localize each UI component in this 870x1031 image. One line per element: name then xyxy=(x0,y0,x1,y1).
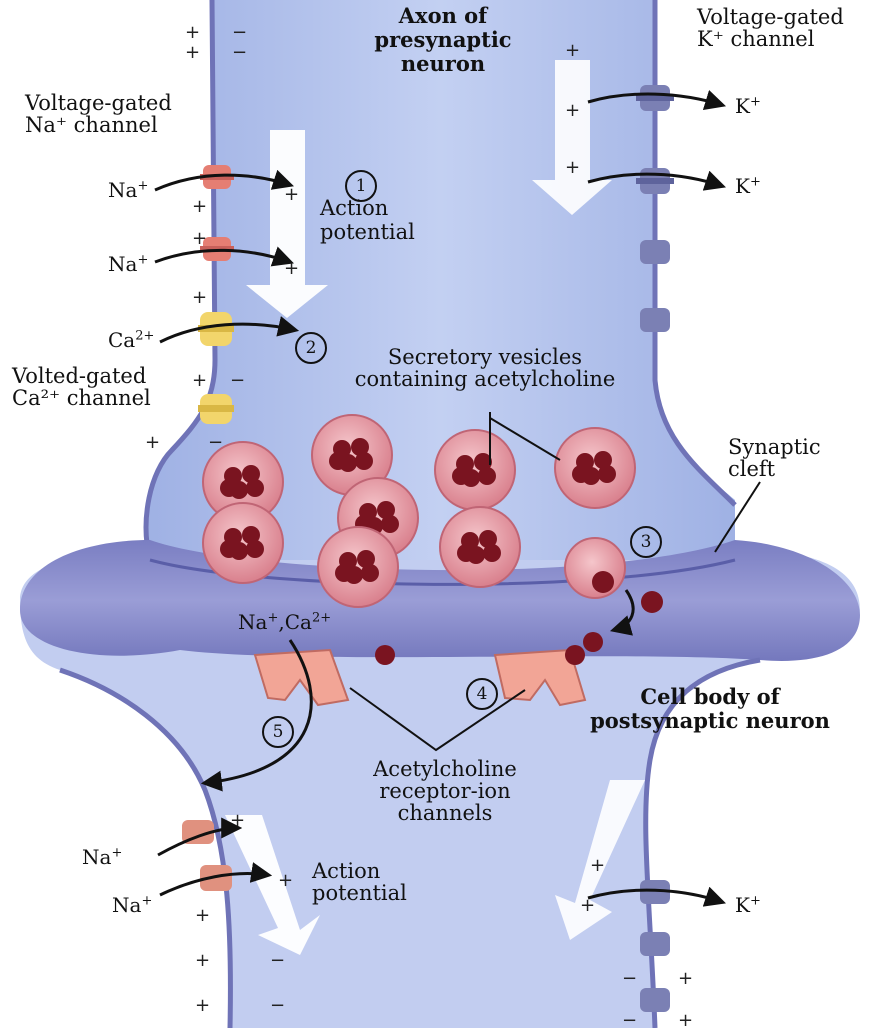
step-2-marker: 2 xyxy=(295,332,327,364)
plus-charge: + xyxy=(230,810,245,831)
plus-charge: + xyxy=(284,258,299,279)
minus-charge: − xyxy=(232,22,247,43)
plus-charge: + xyxy=(565,40,580,61)
plus-charge: + xyxy=(185,42,200,63)
plus-charge: + xyxy=(192,370,207,391)
na-ion-3: Na+ xyxy=(82,845,122,869)
plus-charge: + xyxy=(195,950,210,971)
na-ion-2: Na+ xyxy=(108,252,148,276)
k-channel-2 xyxy=(636,168,674,194)
ca-ion: Ca2+ xyxy=(108,328,154,352)
k-ion-1: K+ xyxy=(735,94,761,118)
plus-charge: + xyxy=(195,995,210,1016)
axon-title: Axon of presynaptic neuron xyxy=(368,4,518,76)
plus-charge: + xyxy=(565,157,580,178)
plus-charge: + xyxy=(678,968,693,989)
plus-charge: + xyxy=(590,855,605,876)
ach-receptor-label: Acetylcholine receptor-ion channels xyxy=(330,758,560,824)
minus-charge: − xyxy=(270,995,285,1016)
minus-charge: − xyxy=(622,968,637,989)
k-channel-3 xyxy=(640,240,670,264)
action-potential-top-label: Action potential xyxy=(320,196,470,244)
k-ion-2: K+ xyxy=(735,174,761,198)
k-channel-6 xyxy=(640,932,670,956)
vesicle xyxy=(555,428,635,508)
volted-gated-ca-label: Volted-gated Ca²⁺ channel xyxy=(12,365,192,409)
plus-charge: + xyxy=(145,432,160,453)
vesicle xyxy=(318,527,398,607)
na-ion-4: Na+ xyxy=(112,893,152,917)
synaptic-cleft-label: Synaptic cleft xyxy=(728,436,868,480)
vesicle xyxy=(203,503,283,583)
plus-charge: + xyxy=(192,287,207,308)
vesicle xyxy=(440,507,520,587)
k-channel-4 xyxy=(640,308,670,332)
voltage-gated-na-label: Voltage-gated Na⁺ channel xyxy=(25,92,195,136)
plus-charge: + xyxy=(192,228,207,249)
na-ion-1: Na+ xyxy=(108,178,148,202)
plus-charge: + xyxy=(565,100,580,121)
plus-charge: + xyxy=(284,184,299,205)
cell-body-postsynaptic-label: Cell body of postsynaptic neuron xyxy=(590,685,830,733)
voltage-gated-k-label: Voltage-gated K⁺ channel xyxy=(697,6,867,50)
k-channel-7 xyxy=(640,988,670,1012)
na-ca-ion: Na+,Ca2+ xyxy=(238,610,331,634)
ca-channel-2 xyxy=(198,394,234,424)
plus-charge: + xyxy=(278,870,293,891)
step-1-marker: 1 xyxy=(345,170,377,202)
k-ion-3: K+ xyxy=(735,893,761,917)
plus-charge: + xyxy=(192,196,207,217)
step-4-marker: 4 xyxy=(466,678,498,710)
plus-charge: + xyxy=(185,22,200,43)
step-3-marker: 3 xyxy=(630,526,662,558)
plus-charge: + xyxy=(580,895,595,916)
vesicle xyxy=(435,430,515,510)
minus-charge: − xyxy=(230,370,245,391)
minus-charge: − xyxy=(208,432,223,453)
action-potential-bottom-label: Action potential xyxy=(312,860,462,904)
k-channel-1 xyxy=(636,85,674,111)
minus-charge: − xyxy=(232,42,247,63)
secretory-vesicles-label: Secretory vesicles containing acetylchol… xyxy=(330,346,640,390)
plus-charge: + xyxy=(195,905,210,926)
minus-charge: − xyxy=(270,950,285,971)
step-5-marker: 5 xyxy=(262,716,294,748)
